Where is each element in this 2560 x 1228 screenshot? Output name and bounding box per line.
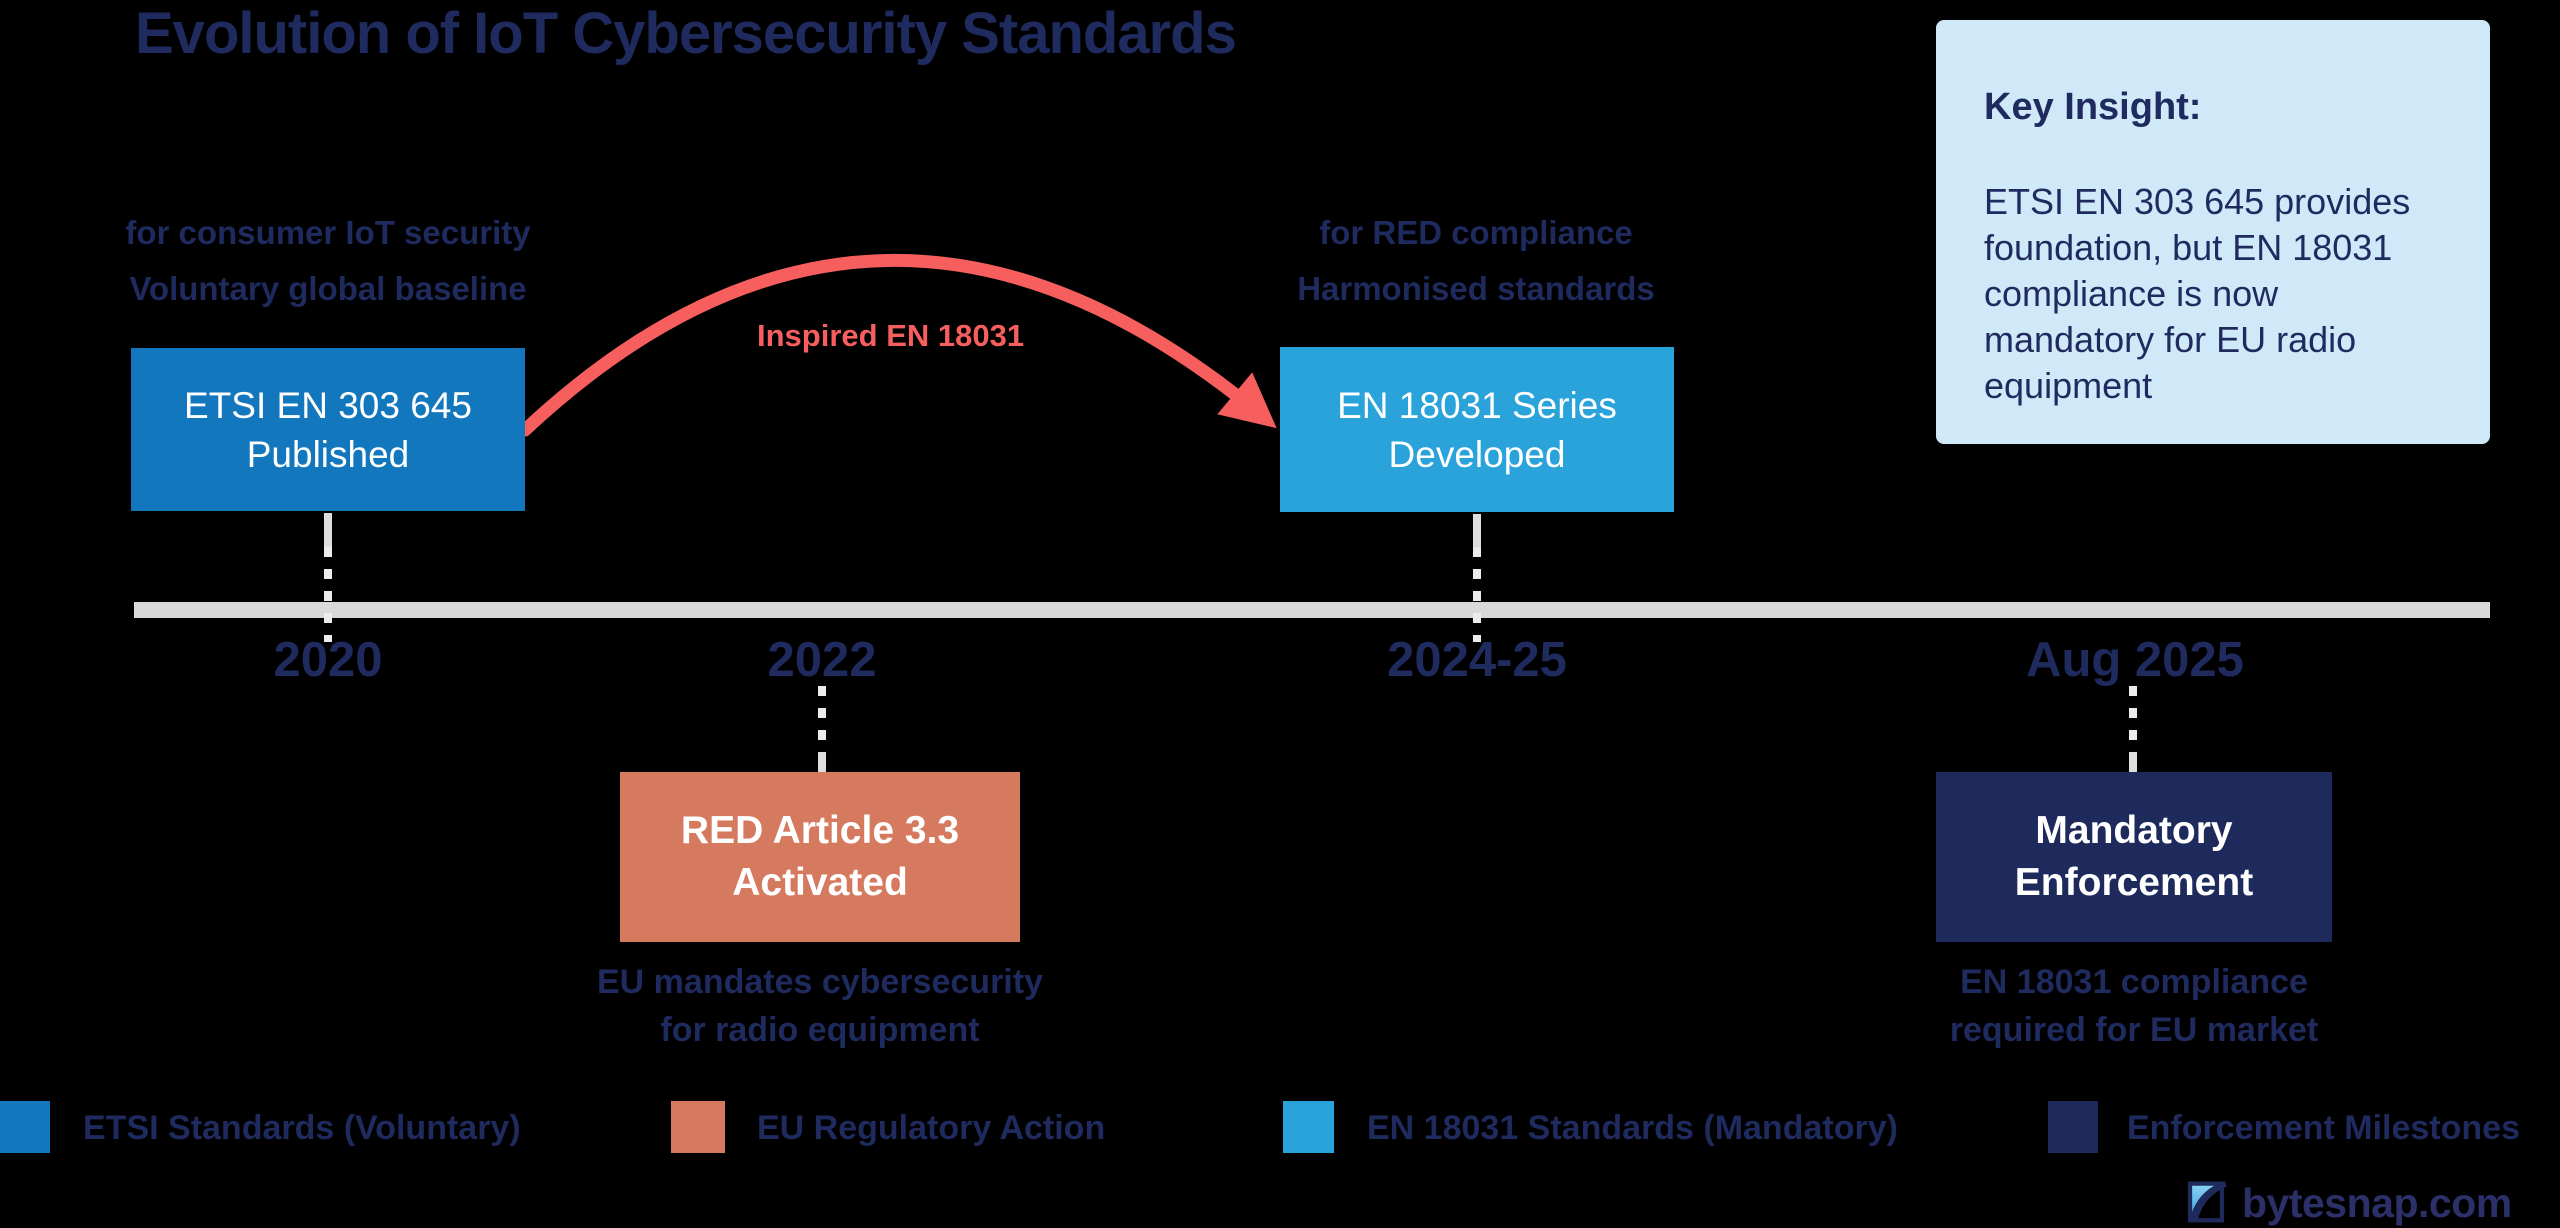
etsi-box-line2: Published <box>246 433 410 475</box>
legend-swatch-en18031 <box>1283 1101 1334 1153</box>
event-box-enforcement: Mandatory Enforcement <box>1936 772 2332 942</box>
connector-dash-2022 <box>818 686 826 752</box>
connector-dash-2020 <box>324 547 332 642</box>
red-box-line2: Activated <box>732 861 908 904</box>
legend-swatch-eu-regulatory <box>671 1101 725 1153</box>
connector-stem-2022 <box>818 752 826 772</box>
key-insight-heading: Key Insight: <box>1984 86 2202 128</box>
connector-stem-aug-2025 <box>2129 752 2137 772</box>
key-insight-body: ETSI EN 303 645 provides foundation, but… <box>1984 181 2411 406</box>
legend-label-eu-regulatory: EU Regulatory Action <box>757 1109 1106 1147</box>
connector-dash-aug-2025 <box>2129 686 2137 752</box>
red-note-line1: EU mandates cybersecurity <box>597 963 1043 1001</box>
legend-label-en18031: EN 18031 Standards (Mandatory) <box>1367 1109 1898 1147</box>
event-box-en18031: EN 18031 Series Developed <box>1280 347 1674 512</box>
en18031-box-line1: EN 18031 Series <box>1337 384 1617 426</box>
timeline-bar <box>134 602 2490 618</box>
connector-stem-2020 <box>324 513 332 547</box>
red-article-note: EU mandates cybersecurity for radio equi… <box>560 958 1080 1054</box>
legend-swatch-etsi <box>0 1101 50 1153</box>
enforcement-note-line1: EN 18031 compliance <box>1960 963 2308 1001</box>
enforcement-note: EN 18031 compliance required for EU mark… <box>1874 958 2394 1054</box>
etsi-note: for consumer IoT security Voluntary glob… <box>98 205 558 317</box>
enforcement-note-line2: required for EU market <box>1949 1011 2319 1049</box>
arrow-label: Inspired EN 18031 <box>757 318 1025 353</box>
en18031-note-line1: for RED compliance <box>1319 214 1633 251</box>
legend-swatch-enforcement <box>2048 1101 2098 1153</box>
event-box-etsi: ETSI EN 303 645 Published <box>131 348 525 511</box>
red-box-line1: RED Article 3.3 <box>680 809 960 852</box>
timeline-year-aug-2025: Aug 2025 <box>2026 633 2244 687</box>
connector-dash-2024-25 <box>1473 547 1481 642</box>
legend-label-enforcement: Enforcement Milestones <box>2127 1109 2520 1147</box>
timeline-year-2022: 2022 <box>767 633 877 687</box>
legend-label-etsi: ETSI Standards (Voluntary) <box>83 1109 521 1147</box>
connector-stem-2024-25 <box>1473 514 1481 547</box>
etsi-note-line1: for consumer IoT security <box>125 214 531 251</box>
enforcement-box-line1: Mandatory <box>2035 809 2233 852</box>
event-box-red-article: RED Article 3.3 Activated <box>620 772 1020 942</box>
key-insight-panel: Key Insight: ETSI EN 303 645 provides fo… <box>1936 20 2490 444</box>
enforcement-box-line2: Enforcement <box>2014 861 2254 904</box>
bytesnap-logo-icon <box>2187 1180 2227 1223</box>
bytesnap-link[interactable]: bytesnap.com <box>2242 1180 2512 1226</box>
etsi-box-line1: ETSI EN 303 645 <box>184 384 472 426</box>
timeline-year-2020: 2020 <box>273 633 383 687</box>
en18031-box-line2: Developed <box>1388 433 1566 475</box>
red-note-line2: for radio equipment <box>660 1011 980 1049</box>
page-title: Evolution of IoT Cybersecurity Standards <box>135 1 1237 66</box>
etsi-note-line2: Voluntary global baseline <box>129 270 527 307</box>
en18031-note-line2: Harmonised standards <box>1297 270 1655 307</box>
timeline-year-2024-25: 2024-25 <box>1387 633 1567 687</box>
en18031-note: for RED compliance Harmonised standards <box>1216 205 1736 317</box>
